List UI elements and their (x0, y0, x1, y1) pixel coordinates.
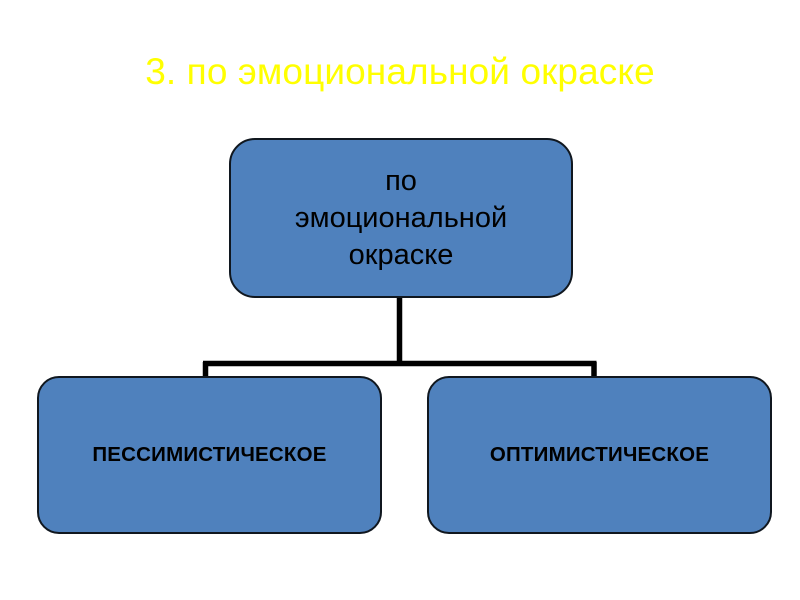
diagram-node-pessimistic[interactable]: ПЕССИМИСТИЧЕСКОЕ (37, 376, 382, 534)
diagram-node-optimistic-label: ОПТИМИСТИЧЕСКОЕ (489, 443, 710, 466)
diagram-node-pessimistic-label: ПЕССИМИСТИЧЕСКОЕ (92, 443, 327, 466)
page-title: 3. по эмоциональной окраске (145, 51, 655, 92)
diagram-node-root-label: по эмоциональной окраске (294, 164, 508, 271)
diagram-node-optimistic[interactable]: ОПТИМИСТИЧЕСКОЕ (427, 376, 772, 534)
diagram-node-root[interactable]: по эмоциональной окраске (229, 138, 573, 298)
